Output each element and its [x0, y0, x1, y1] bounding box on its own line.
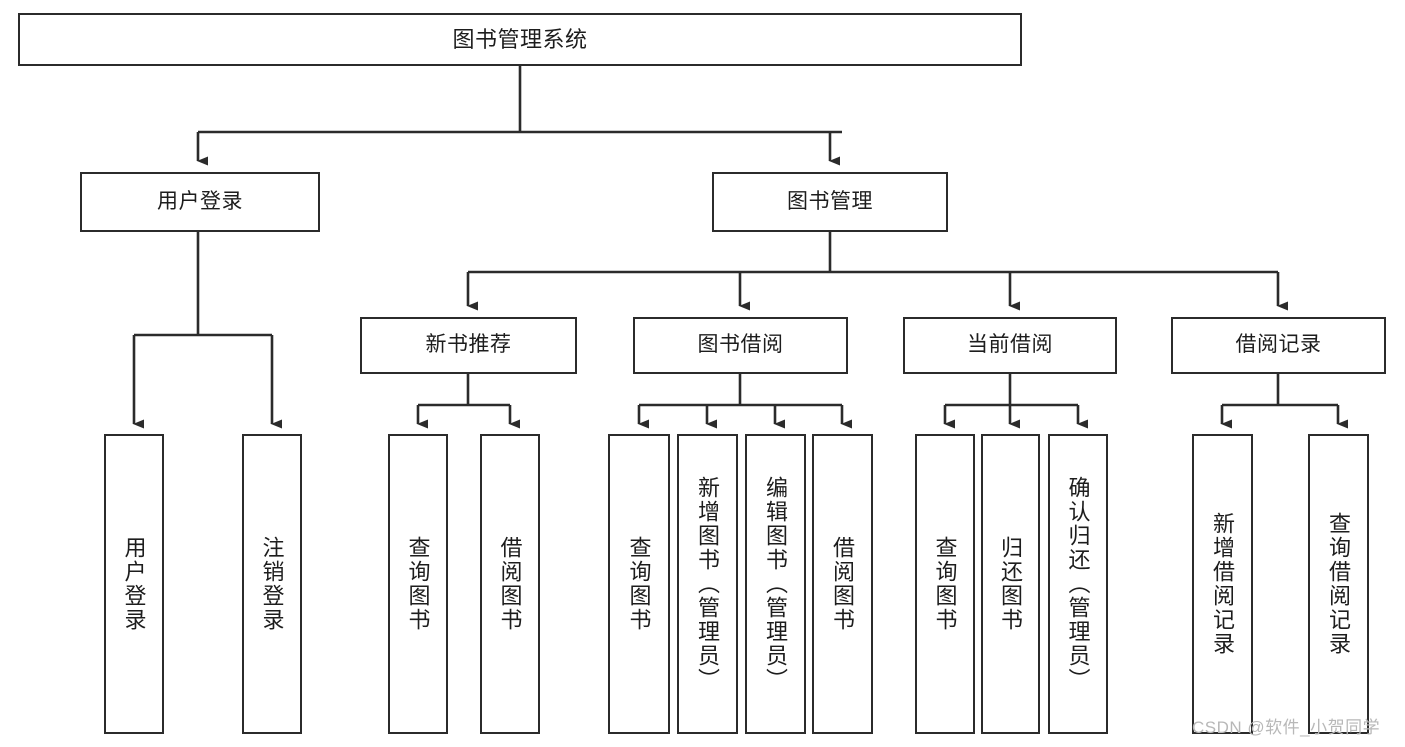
node-leaf-edit-book[interactable]: 编辑图书（管理员） [745, 434, 806, 734]
node-root[interactable]: 图书管理系统 [18, 13, 1022, 66]
node-leaf-user-login-label: 用户登录 [121, 536, 147, 632]
node-leaf-borrow-book-1[interactable]: 借阅图书 [480, 434, 540, 734]
node-leaf-query-book-3[interactable]: 查询图书 [915, 434, 975, 734]
node-leaf-query-record-label: 查询借阅记录 [1326, 512, 1352, 656]
node-user-login-label: 用户登录 [157, 189, 243, 213]
node-leaf-logout-login[interactable]: 注销登录 [242, 434, 302, 734]
node-leaf-return-book-label: 归还图书 [998, 536, 1024, 632]
node-leaf-query-book-1[interactable]: 查询图书 [388, 434, 448, 734]
node-leaf-borrow-book-2-label: 借阅图书 [830, 536, 856, 632]
node-borrow-record-label: 借阅记录 [1235, 333, 1322, 357]
node-leaf-add-book[interactable]: 新增图书（管理员） [677, 434, 738, 734]
node-new-book-rec[interactable]: 新书推荐 [360, 317, 577, 374]
watermark-text: CSDN @软件_小贺同学 [1192, 718, 1381, 737]
node-leaf-edit-book-label: 编辑图书（管理员） [763, 476, 789, 692]
node-book-manage-label: 图书管理 [787, 189, 873, 213]
node-user-login[interactable]: 用户登录 [80, 172, 320, 232]
node-leaf-confirm-return-label: 确认归还（管理员） [1065, 476, 1091, 692]
node-leaf-add-record-label: 新增借阅记录 [1210, 512, 1236, 656]
node-new-book-rec-label: 新书推荐 [425, 333, 512, 357]
node-leaf-user-login[interactable]: 用户登录 [104, 434, 164, 734]
node-current-borrow-label: 当前借阅 [967, 333, 1053, 357]
node-leaf-borrow-book-1-label: 借阅图书 [497, 536, 523, 632]
node-leaf-add-book-label: 新增图书（管理员） [695, 476, 721, 692]
node-leaf-logout-login-label: 注销登录 [259, 536, 285, 632]
node-root-label: 图书管理系统 [452, 26, 588, 52]
node-leaf-borrow-book-2[interactable]: 借阅图书 [812, 434, 873, 734]
node-leaf-return-book[interactable]: 归还图书 [981, 434, 1040, 734]
node-leaf-query-book-1-label: 查询图书 [405, 536, 431, 632]
node-leaf-confirm-return[interactable]: 确认归还（管理员） [1048, 434, 1108, 734]
node-book-borrow[interactable]: 图书借阅 [633, 317, 848, 374]
node-current-borrow[interactable]: 当前借阅 [903, 317, 1117, 374]
node-leaf-query-record[interactable]: 查询借阅记录 [1308, 434, 1369, 734]
node-book-manage[interactable]: 图书管理 [712, 172, 948, 232]
node-borrow-record[interactable]: 借阅记录 [1171, 317, 1386, 374]
node-leaf-add-record[interactable]: 新增借阅记录 [1192, 434, 1253, 734]
node-leaf-query-book-2[interactable]: 查询图书 [608, 434, 670, 734]
node-book-borrow-label: 图书借阅 [697, 333, 784, 357]
node-leaf-query-book-2-label: 查询图书 [626, 536, 652, 632]
node-leaf-query-book-3-label: 查询图书 [932, 536, 958, 632]
